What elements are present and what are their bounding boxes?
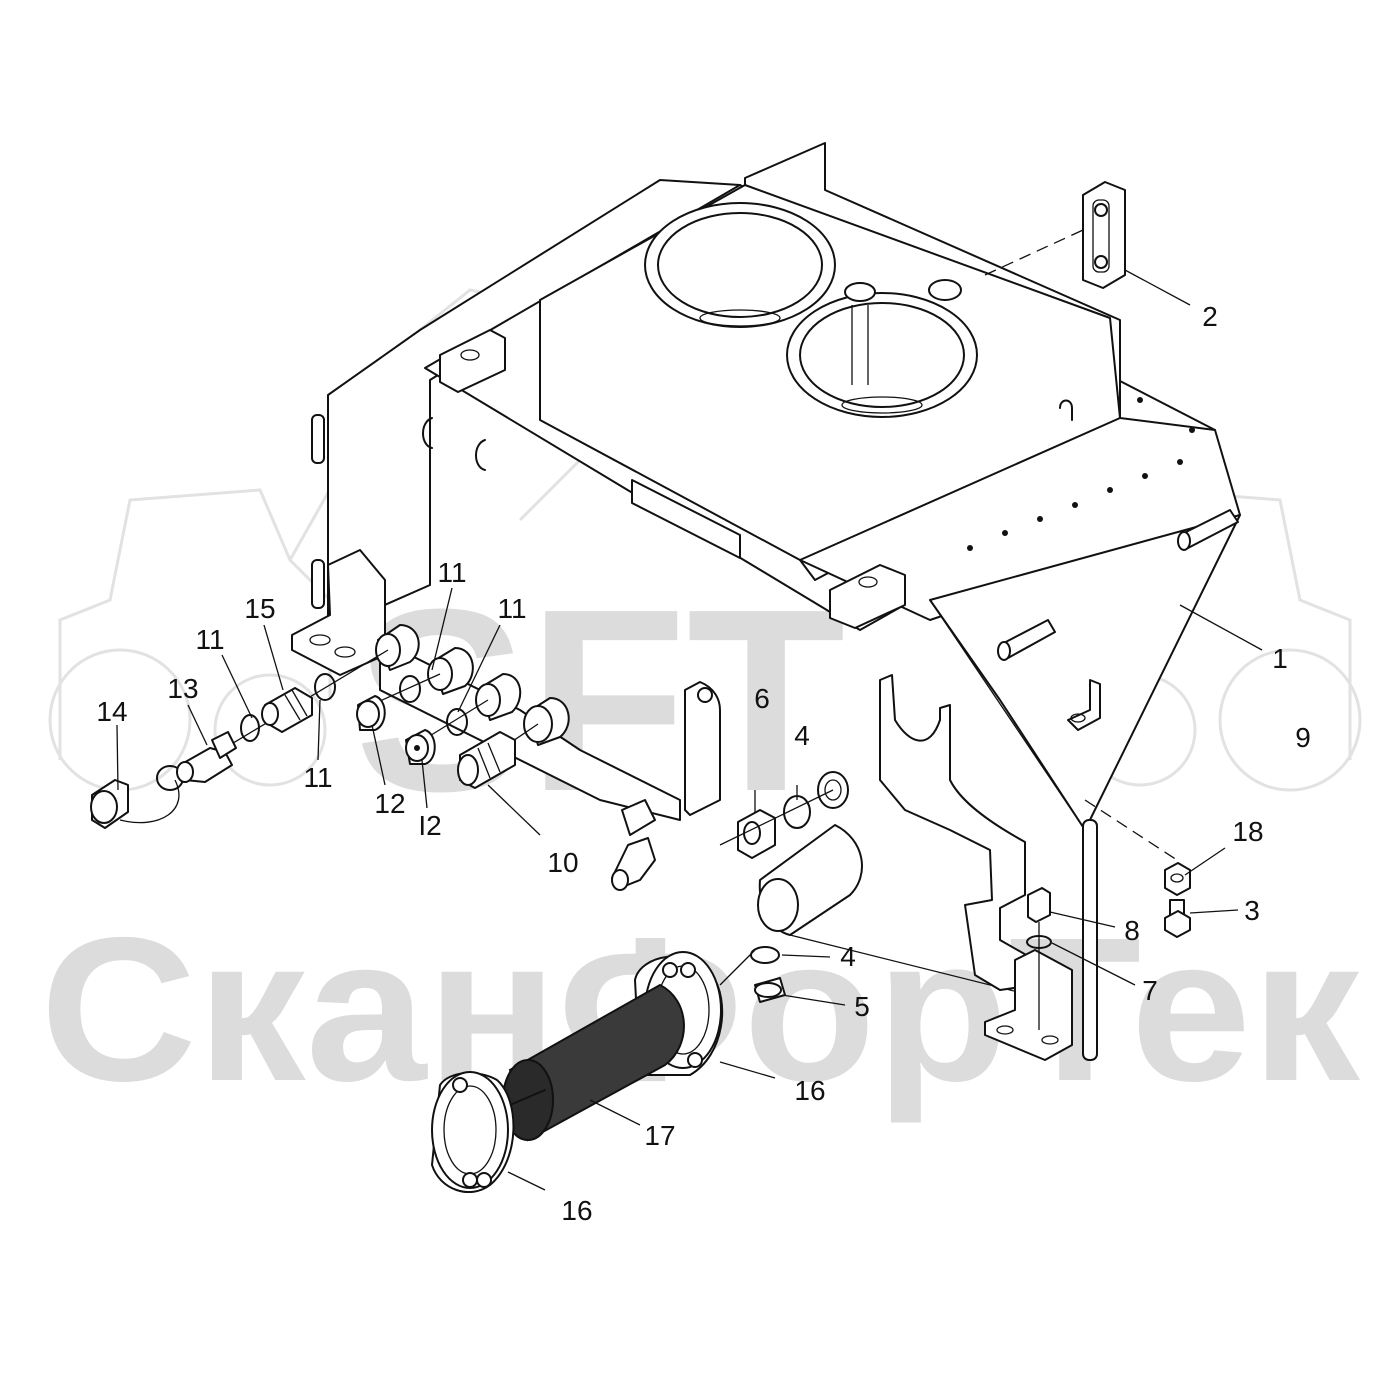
callout-9: 9: [1295, 722, 1311, 753]
callout-8: 8: [1124, 915, 1140, 946]
callout-3: 3: [1244, 895, 1260, 926]
part-2-sight-glass: [984, 181, 1126, 289]
callout-12-b: I2: [418, 810, 441, 841]
callout-13: 13: [167, 673, 198, 704]
callout-4-lower: 4: [840, 941, 856, 972]
center-bracket: [611, 681, 1051, 1003]
callout-7: 7: [1142, 975, 1158, 1006]
callout-5: 5: [854, 991, 870, 1022]
callouts: 1 2 3 4 4 5 6 7 8 9 10 11 11 11 11 11 12…: [96, 301, 1310, 1226]
callout-11-d: 11: [303, 762, 332, 793]
callout-11-c: 11: [195, 624, 224, 655]
filter-assembly: [431, 949, 756, 1194]
callout-11-a: 11: [437, 557, 466, 588]
leader-lines: [116, 269, 1263, 1191]
fittings-left: [90, 624, 570, 829]
callout-18: 18: [1232, 816, 1263, 847]
callout-2: 2: [1202, 301, 1218, 332]
callout-16-a: 16: [794, 1075, 825, 1106]
rivets: [967, 397, 1195, 551]
callout-4-upper: 4: [794, 720, 810, 751]
callout-11-b: 11: [497, 593, 526, 624]
callout-15: 15: [244, 593, 275, 624]
right-bracket: [879, 674, 1191, 1061]
callout-12-a: 12: [374, 788, 405, 819]
callout-17: 17: [644, 1120, 675, 1151]
callout-10: 10: [547, 847, 578, 878]
callout-16-b: 16: [561, 1195, 592, 1226]
hopper-body: [311, 142, 1241, 831]
callout-14: 14: [96, 696, 127, 727]
callout-6: 6: [754, 683, 770, 714]
callout-1: 1: [1272, 643, 1288, 674]
